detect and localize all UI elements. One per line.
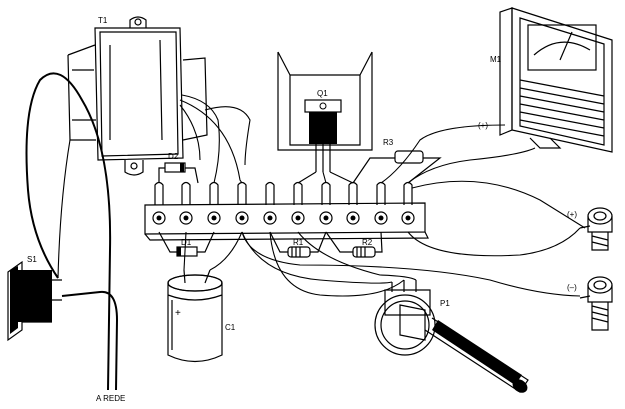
label-d2: D2 [168, 152, 179, 161]
wiring [25, 72, 586, 391]
resistor-r3 [352, 150, 442, 184]
label-r3: R3 [383, 138, 394, 147]
label-r2: R2 [362, 238, 373, 247]
label-q1: Q1 [317, 89, 328, 98]
resistor-r1 [269, 231, 327, 258]
label-c1: C1 [225, 323, 236, 332]
switch-s1 [7, 260, 62, 342]
label-r1: R1 [293, 238, 304, 247]
capacitor-c1 [167, 269, 223, 363]
label-c1-plus: + [175, 308, 181, 319]
meter-m1 [499, 7, 613, 153]
terminal-plus-binding-post [579, 207, 613, 251]
label-p1: P1 [440, 299, 450, 308]
strip-terminals [152, 211, 415, 225]
resistor-r2 [325, 231, 383, 258]
label-meter-plus: (+) [478, 121, 488, 130]
potentiometer-p1 [374, 280, 529, 393]
label-mains: A REDE [96, 394, 125, 403]
label-terminal-minus: (–) [567, 283, 577, 292]
label-s1: S1 [27, 255, 37, 264]
heatsink-q1 [277, 51, 373, 172]
diode-d1 [158, 231, 215, 257]
diode-d2 [158, 162, 199, 184]
label-m1: M1 [490, 55, 502, 64]
label-terminal-plus: (+) [567, 210, 577, 219]
terminal-strip [144, 181, 429, 241]
strip-lugs [154, 181, 413, 205]
label-t1: T1 [98, 16, 108, 25]
terminal-minus-binding-post [579, 276, 613, 331]
component-labels: T1 M1 Q1 D2 R3 S1 D1 R1 R2 C1 + P1 (+) (… [27, 16, 577, 403]
label-d1: D1 [181, 238, 192, 247]
